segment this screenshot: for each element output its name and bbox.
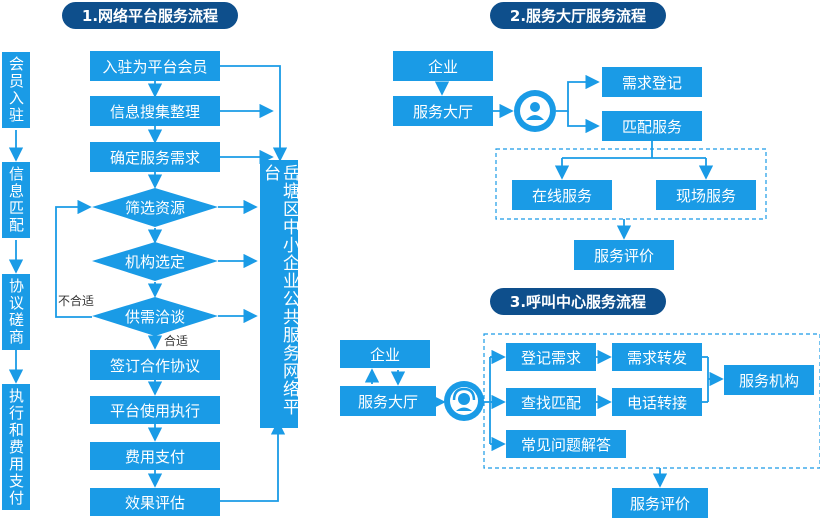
flow2-enterprise: 企业 — [393, 51, 493, 81]
diamond-negotiate — [92, 297, 218, 336]
left-step-execute-pay: 执行和费用支付 — [2, 384, 30, 510]
diamond-screen-resources — [92, 188, 218, 227]
flow3-register-demand: 登记需求 — [506, 343, 596, 371]
flow2-onsite-service: 现场服务 — [656, 180, 756, 210]
flow3-faq: 常见问题解答 — [506, 430, 626, 458]
flow3-service-evaluation: 服务评价 — [612, 488, 708, 518]
flow1-collect-info: 信息搜集整理 — [90, 96, 220, 126]
left-step-join: 会员入驻 — [2, 52, 30, 128]
flow1-agency-select-label: 机构选定 — [124, 252, 185, 271]
flow1-negotiate-label: 供需洽谈 — [124, 307, 185, 326]
flow1-not-fit-label: 不合适 — [58, 294, 95, 308]
left-step-label: 执行和费用支付 — [7, 387, 25, 507]
title-network-platform: 1.网络平台服务流程 — [62, 2, 238, 29]
left-step-label: 信息匹配 — [7, 166, 25, 234]
flow3-service-agency: 服务机构 — [724, 365, 814, 395]
flow1-sign-agreement: 签订合作协议 — [90, 350, 220, 380]
title-call-center: 3.呼叫中心服务流程 — [490, 288, 666, 315]
left-step-match: 信息匹配 — [2, 162, 30, 238]
flow1-screen-resources-label: 筛选资源 — [124, 198, 185, 217]
flow3-phone-transfer: 电话转接 — [612, 388, 702, 416]
flow2-service-hall: 服务大厅 — [393, 96, 493, 126]
flow1-fee-payment: 费用支付 — [90, 442, 220, 470]
flow3-search-match: 查找匹配 — [506, 388, 596, 416]
person-icon — [514, 90, 556, 132]
flow3-service-hall: 服务大厅 — [340, 386, 436, 416]
flow2-online-service: 在线服务 — [512, 180, 612, 210]
flow2-service-evaluation: 服务评价 — [574, 240, 674, 270]
flow1-effect-evaluation: 效果评估 — [90, 488, 220, 516]
flow3-enterprise: 企业 — [340, 340, 430, 368]
flow1-platform-execute: 平台使用执行 — [90, 396, 220, 424]
headset-icon — [444, 381, 484, 421]
flow1-confirm-demand: 确定服务需求 — [90, 142, 220, 172]
left-step-negotiate: 协议磋商 — [2, 274, 30, 350]
flow1-join-member: 入驻为平台会员 — [90, 51, 220, 81]
flow3-forward-demand: 需求转发 — [612, 343, 702, 371]
flow1-platform-label: 岳塘区中小企业公共服务网络平台 — [260, 164, 299, 416]
flow1-fit-label: 合适 — [164, 334, 189, 348]
flow2-match-service: 匹配服务 — [602, 111, 702, 141]
flow2-demand-register: 需求登记 — [602, 67, 702, 97]
left-step-label: 会员入驻 — [7, 56, 25, 124]
diamond-agency-select — [92, 242, 218, 281]
flow1-platform-box: 岳塘区中小企业公共服务网络平台 — [260, 160, 299, 428]
left-step-label: 协议磋商 — [7, 278, 25, 346]
title-service-hall: 2.服务大厅服务流程 — [490, 2, 666, 29]
